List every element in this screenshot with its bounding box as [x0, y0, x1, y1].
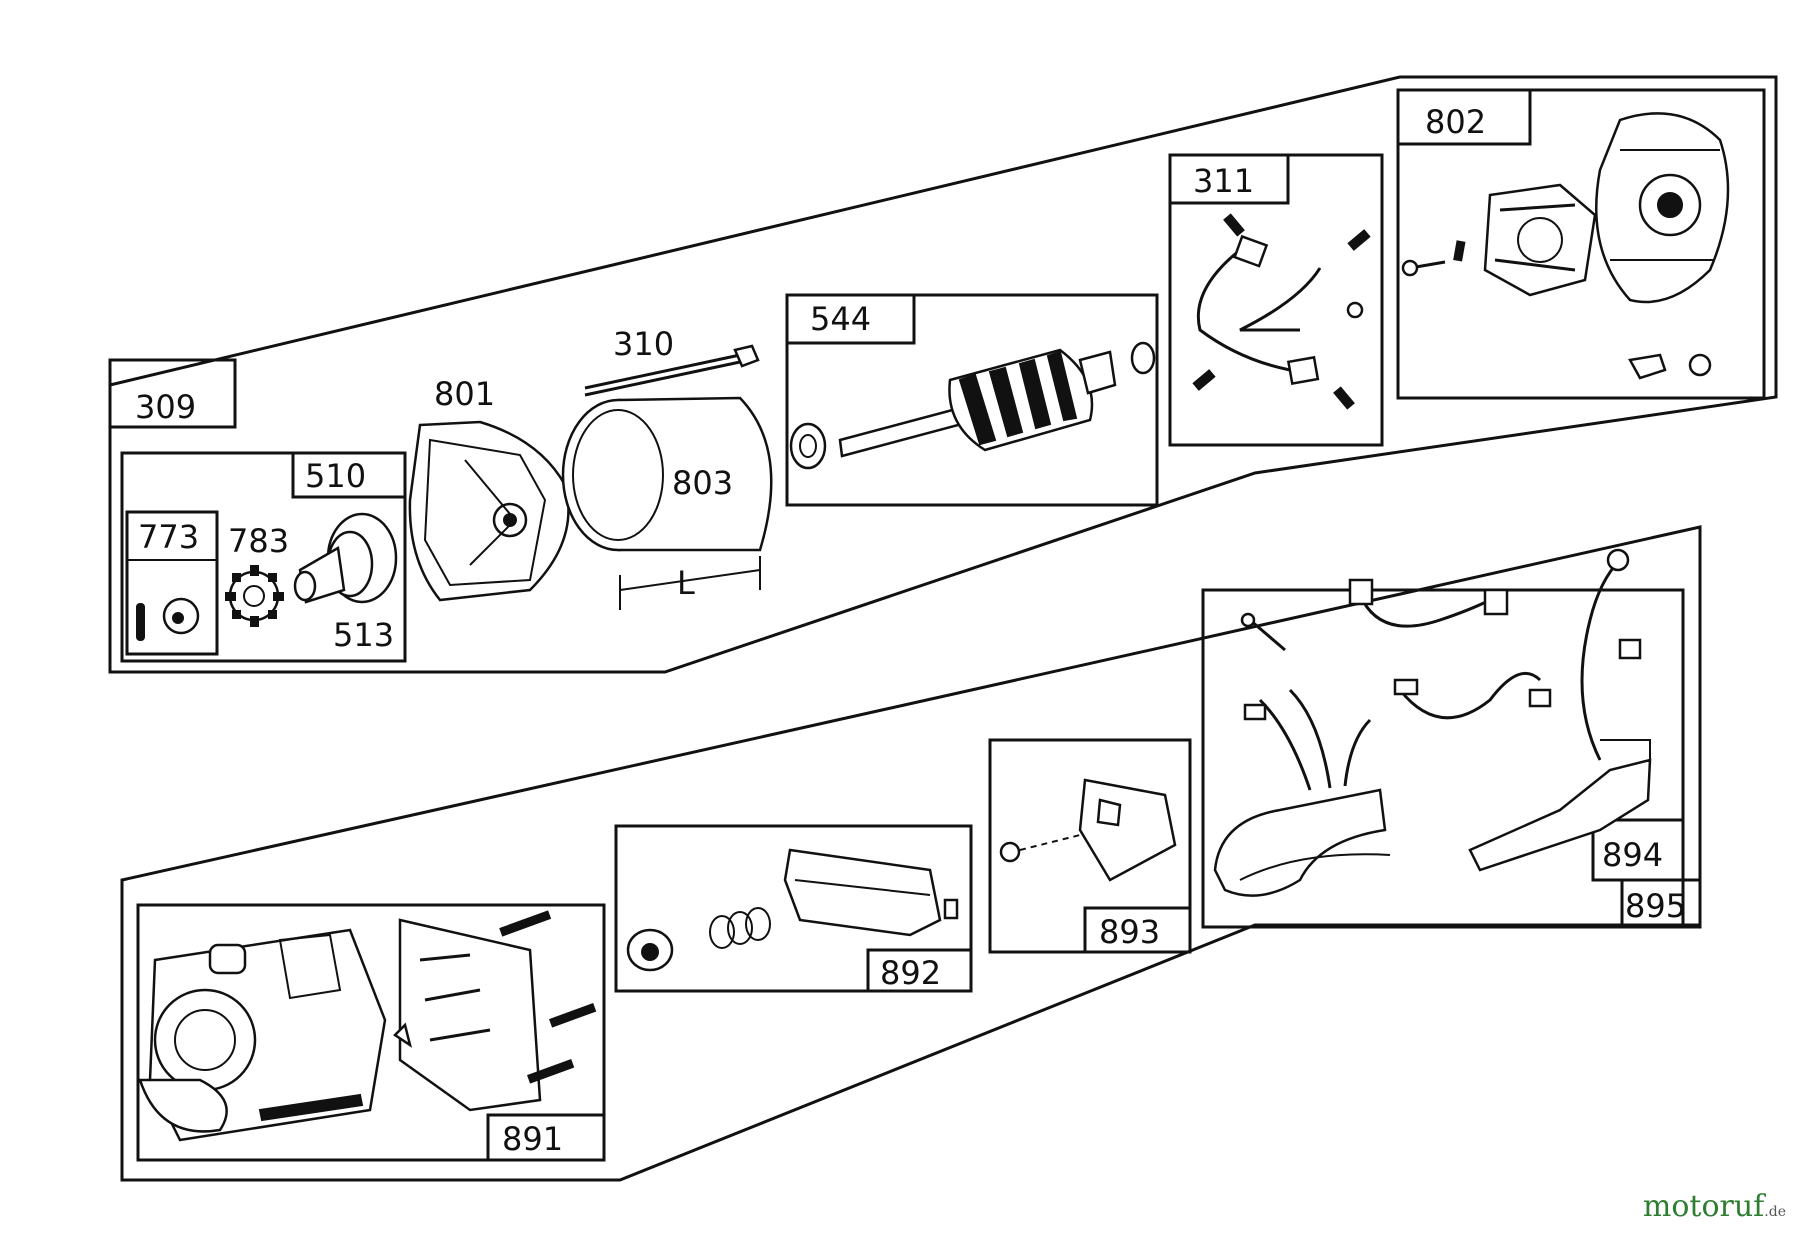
upper-group-frame — [108, 75, 1778, 674]
label-box-895 — [1620, 878, 1702, 929]
part-label-892: 892 — [880, 954, 941, 992]
box-895 — [1201, 588, 1685, 929]
dimension-label-L: L — [677, 564, 695, 602]
label-box-892 — [866, 948, 973, 993]
label-box-891 — [486, 1113, 606, 1162]
part-label-894: 894 — [1602, 836, 1663, 874]
part-label-544: 544 — [810, 300, 871, 338]
label-box-510 — [291, 451, 407, 499]
box-892 — [614, 824, 973, 993]
screw-part — [1401, 240, 1466, 277]
box-510 — [120, 451, 407, 663]
pin-part — [136, 603, 145, 641]
pinion-gear-part — [225, 565, 284, 627]
drive-clutch-part — [293, 512, 398, 604]
part-label-510: 510 — [305, 457, 366, 495]
watermark: motoruf.de — [1642, 1189, 1786, 1224]
rectifier-part — [999, 778, 1177, 882]
spring-part — [709, 907, 771, 949]
brush-wires-part — [1192, 213, 1371, 410]
brush-plate-part — [1483, 183, 1597, 297]
part-label-513: 513 — [333, 616, 394, 654]
label-box-309 — [108, 358, 237, 429]
part-label-310: 310 — [613, 325, 674, 363]
commutator-end-cap-part — [1595, 112, 1730, 304]
knob-part — [626, 928, 674, 972]
wiring-harness-part — [1213, 548, 1652, 897]
part-label-895: 895 — [1625, 887, 1686, 925]
key-switch-part — [138, 928, 387, 1142]
part-label-801: 801 — [434, 375, 495, 413]
label-box-544 — [785, 293, 916, 345]
motor-housing-part — [561, 396, 773, 552]
box-891 — [136, 903, 606, 1162]
armature-part — [838, 341, 1156, 458]
part-label-802: 802 — [1425, 103, 1486, 141]
through-bolt-part — [584, 344, 760, 397]
label-box-311 — [1168, 153, 1290, 205]
part-label-311: 311 — [1193, 162, 1254, 200]
part-label-309: 309 — [135, 388, 196, 426]
box-773 — [125, 510, 219, 656]
part-label-773: 773 — [138, 518, 199, 556]
terminal-part — [1628, 353, 1712, 380]
part-label-893: 893 — [1099, 913, 1160, 951]
washer-part — [789, 422, 827, 470]
part-label-803: 803 — [672, 464, 733, 502]
part-label-783: 783 — [228, 522, 289, 560]
switch-plate-part — [393, 910, 597, 1112]
drive-end-cap-part — [408, 420, 570, 602]
box-802 — [1396, 88, 1766, 400]
lower-group-frame — [120, 525, 1702, 1182]
label-box-802 — [1396, 88, 1532, 146]
part-label-891: 891 — [502, 1120, 563, 1158]
retainer-part — [162, 597, 200, 635]
switch-body-part — [783, 848, 959, 937]
box-544 — [785, 293, 1159, 507]
label-box-893 — [1083, 906, 1192, 954]
dimension-L — [619, 556, 761, 610]
